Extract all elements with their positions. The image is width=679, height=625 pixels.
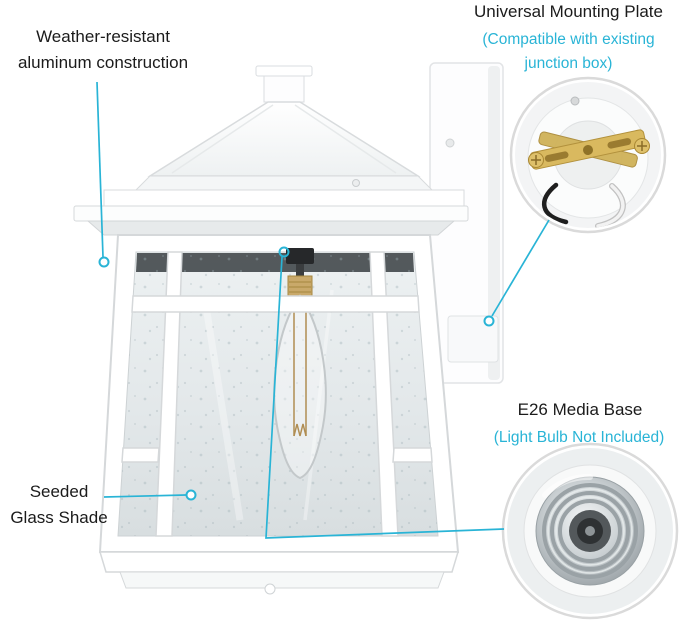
e26-callout-line [265, 256, 505, 539]
e26-base-title: E26 Media Base [478, 399, 679, 420]
weather-resistant-label: Weather-resistant aluminum construction [6, 24, 200, 76]
glass-callout-line [103, 494, 187, 498]
weather-callout-line [96, 81, 104, 258]
weather-label-line2: aluminum construction [17, 53, 189, 72]
e26-base-subtitle-text: (Light Bulb Not Included) [493, 429, 665, 446]
callout-lines [96, 81, 550, 539]
weather-callout-dot [98, 256, 110, 268]
mounting-plate-title-text: Universal Mounting Plate [474, 2, 663, 21]
lantern-roof [73, 65, 469, 236]
glass-label-line1: Seeded [29, 482, 89, 501]
window-grid [121, 251, 433, 537]
e26-base-title-text: E26 Media Base [517, 400, 643, 419]
e26-socket-inset [501, 442, 679, 620]
black-wire [541, 182, 569, 225]
glass-callout-dot [185, 489, 197, 501]
mounting-plate-title: Universal Mounting Plate [458, 1, 679, 22]
e26-callout-dot [278, 246, 290, 258]
wall-plate [429, 62, 504, 384]
e26-base-subtitle: (Light Bulb Not Included) [472, 427, 679, 448]
edison-bulb [273, 248, 327, 480]
glass-label-line2: Glass Shade [10, 508, 108, 527]
mounting-plate-inset [509, 76, 667, 234]
mounting-plate-subtitle: (Compatible with existing junction box) [468, 28, 669, 76]
lantern-base [98, 551, 460, 595]
seeded-glass-label: Seeded Glass Shade [0, 479, 118, 531]
lantern-body [98, 234, 460, 553]
mounting-plate-subtitle-text: (Compatible with existing junction box) [482, 31, 655, 72]
mounting-callout-line [491, 219, 550, 317]
mounting-callout-dot [483, 315, 495, 327]
weather-label-line1: Weather-resistant [36, 27, 170, 46]
white-wire [596, 184, 625, 228]
